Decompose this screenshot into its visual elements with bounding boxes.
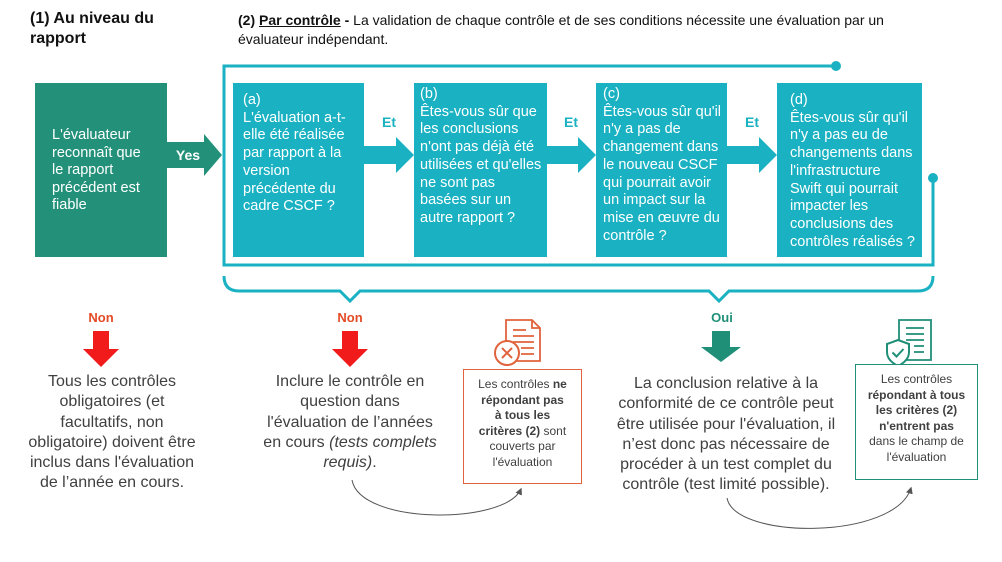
et-label-c-d: Et [745,114,759,130]
note-covered-before: Les contrôles [478,377,553,391]
criterion-question: Êtes-vous sûr que les conclusions n'ont … [420,103,542,226]
criteria-frame [222,64,935,267]
per-control-dash: - [340,12,354,28]
frame-end-dot-top [831,61,841,71]
report-reliable-box [35,83,167,257]
per-control-description: La validation de chaque contrôle et de s… [238,12,884,47]
oui-arrow-control [701,331,741,362]
criterion-b-text: (b) Êtes-vous sûr que les conclusions n'… [420,86,541,228]
criterion-question: Êtes-vous sûr qu'il n'y a pas de changem… [603,103,722,244]
criterion-question: L'évaluation a-t- elle été réalisée par … [243,109,346,215]
criterion-label: (d) [790,92,808,108]
yes-arrow-label: Yes [175,147,201,163]
criterion-box-c [596,83,727,257]
et-label-b-c: Et [564,114,578,130]
criterion-label: (b) [420,86,438,102]
non-arrow-control [332,331,368,367]
et-arrow-c-to-d [727,137,777,173]
outcome-label-control-yes: Oui [711,310,733,325]
criterion-question: Êtes-vous sûr qu'il n'y a pas eu de chan… [790,109,915,250]
criterion-a-text: (a) L'évaluation a-t- elle été réalisée … [243,92,346,216]
outcome-control-no-main: Inclure le contrôle en question dans l'é… [263,373,433,451]
note-covered-bold: ne répondant pas à tous les critères (2) [478,377,567,438]
outcome-text-report-no: Tous les contrôles obligatoires (et facu… [28,373,196,492]
document-x-icon [494,319,541,366]
curved-arrow-to-excluded-note [726,486,913,529]
criterion-d-text: (d) Êtes-vous sûr qu'il n'y a pas eu de … [790,92,915,251]
yes-arrow [167,134,222,176]
criterion-label: (c) [603,86,620,102]
per-control-heading: (2) Par contrôle - La validation de chaq… [238,11,884,49]
criterion-label: (a) [243,92,261,108]
outcome-text-control-no: Inclure le contrôle en question dans l'é… [250,372,450,473]
outcome-label-control-no: Non [337,310,363,325]
criterion-box-a [233,83,364,257]
note-covered-after: sont couverts par l'évaluation [489,423,567,469]
document-shield-check-icon [886,319,932,368]
report-level-heading: (1) Au niveau du rapport [30,10,154,47]
per-control-title: Par contrôle [259,12,341,28]
outcome-control-no-italic: (tests complets requis) [323,433,437,472]
curved-arrow-to-covered-note [351,479,522,516]
et-arrow-a-to-b [364,137,414,173]
criterion-box-b [414,83,547,257]
note-excluded-bold: répondant à tous les critères (2) n'entr… [867,387,966,433]
criterion-c-text: (c) Êtes-vous sûr qu'il n'y a pas de cha… [603,86,721,245]
note-excluded-before: Les contrôles [880,372,953,386]
outcome-text-control-yes: La conclusion relative à la conformité d… [616,375,836,494]
outcome-label-report-no: Non [88,310,114,325]
criterion-box-d [777,83,922,257]
per-control-number: (2) [238,12,259,28]
et-label-a-b: Et [382,114,396,130]
excluded-controls-note: Les contrôles répondant à tous les critè… [855,364,978,480]
frame-end-dot-right [928,173,938,183]
non-arrow-report [83,331,119,367]
note-excluded-after: dans le champ de l'évaluation [869,434,964,464]
et-arrow-b-to-c [547,137,596,173]
covered-controls-note: Les contrôles ne répondant pas à tous le… [463,369,582,484]
criteria-brace [222,275,935,304]
outcome-control-no-end: . [372,454,377,472]
report-reliable-text: L'évaluateur reconnaît que le rapport pr… [52,127,141,213]
